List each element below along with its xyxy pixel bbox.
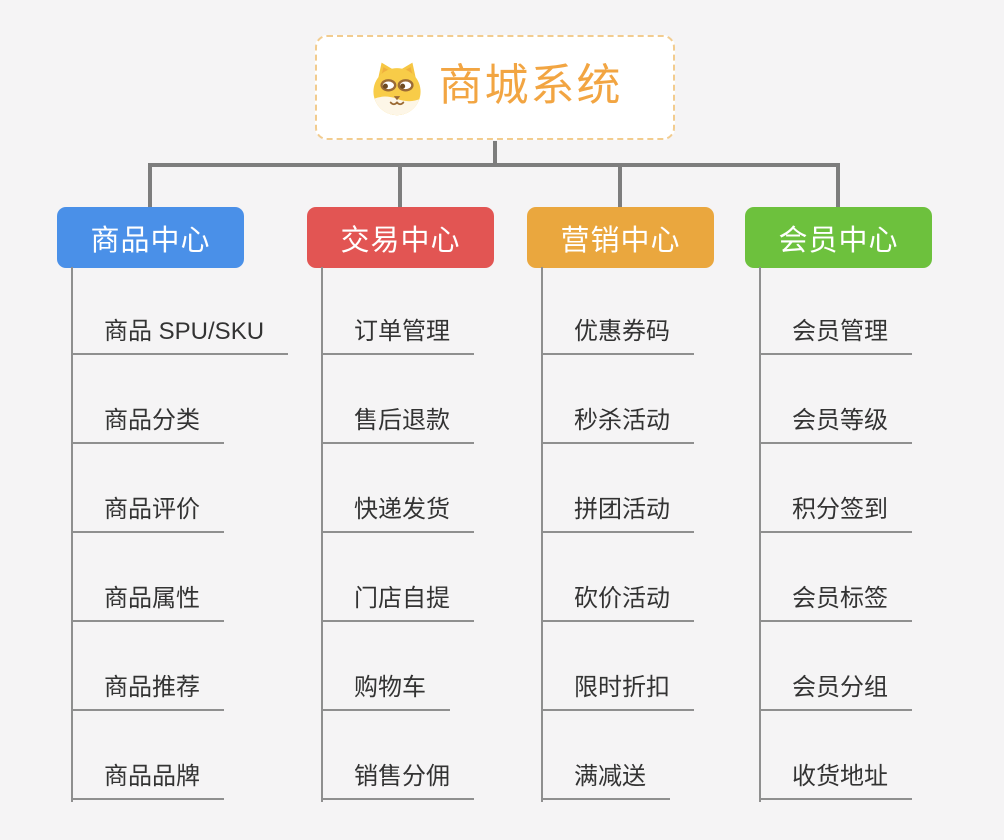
leaf-node[interactable]: 商品 SPU/SKU bbox=[71, 315, 289, 355]
leaf-node[interactable]: 商品属性 bbox=[71, 582, 224, 622]
leaf-node[interactable]: 商品推荐 bbox=[71, 671, 224, 711]
branch-header-product-center[interactable]: 商品中心 bbox=[57, 207, 244, 268]
leaf-node[interactable]: 秒杀活动 bbox=[541, 404, 694, 444]
branch-label: 会员中心 bbox=[778, 224, 899, 257]
dog-face-icon bbox=[372, 62, 421, 115]
leaf-node[interactable]: 拼团活动 bbox=[541, 493, 694, 533]
leaf-node[interactable]: 会员等级 bbox=[759, 404, 912, 444]
root-node[interactable]: 商城系统 bbox=[315, 35, 675, 140]
connector-stub-1 bbox=[148, 163, 152, 208]
leaf-node[interactable]: 会员管理 bbox=[759, 315, 912, 355]
leaf-node[interactable]: 会员分组 bbox=[759, 671, 912, 711]
connector-stub-3 bbox=[618, 163, 622, 208]
root-title: 商城系统 bbox=[438, 60, 623, 110]
connector-stub-2 bbox=[398, 163, 402, 208]
leaf-node[interactable]: 订单管理 bbox=[321, 315, 474, 355]
branch-header-trade-center[interactable]: 交易中心 bbox=[307, 207, 494, 268]
leaf-node[interactable]: 积分签到 bbox=[759, 493, 912, 533]
leaf-node[interactable]: 商品分类 bbox=[71, 404, 224, 444]
connector-root-stem bbox=[493, 141, 497, 166]
leaf-node[interactable]: 收货地址 bbox=[759, 760, 912, 800]
leaf-node[interactable]: 限时折扣 bbox=[541, 671, 694, 711]
leaf-node[interactable]: 门店自提 bbox=[321, 582, 474, 622]
leaf-node[interactable]: 购物车 bbox=[321, 671, 450, 711]
leaf-node[interactable]: 快递发货 bbox=[321, 493, 474, 533]
leaf-node[interactable]: 销售分佣 bbox=[321, 760, 474, 800]
branch-spine bbox=[71, 267, 73, 802]
leaf-node[interactable]: 商品评价 bbox=[71, 493, 224, 533]
leaf-node[interactable]: 会员标签 bbox=[759, 582, 912, 622]
branch-spine bbox=[541, 267, 543, 802]
branch-header-member-center[interactable]: 会员中心 bbox=[745, 207, 932, 268]
branch-header-marketing-center[interactable]: 营销中心 bbox=[527, 207, 714, 268]
branch-spine bbox=[759, 267, 761, 802]
connector-horizontal bbox=[148, 163, 840, 167]
connector-stub-4 bbox=[836, 163, 840, 208]
leaf-node[interactable]: 售后退款 bbox=[321, 404, 474, 444]
leaf-node[interactable]: 满减送 bbox=[541, 760, 670, 800]
branch-label: 交易中心 bbox=[340, 224, 461, 257]
leaf-node[interactable]: 砍价活动 bbox=[541, 582, 694, 622]
branch-label: 商品中心 bbox=[90, 224, 211, 257]
branch-spine bbox=[321, 267, 323, 802]
leaf-node[interactable]: 优惠券码 bbox=[541, 315, 694, 355]
leaf-node[interactable]: 商品品牌 bbox=[71, 760, 224, 800]
branch-label: 营销中心 bbox=[560, 224, 681, 257]
